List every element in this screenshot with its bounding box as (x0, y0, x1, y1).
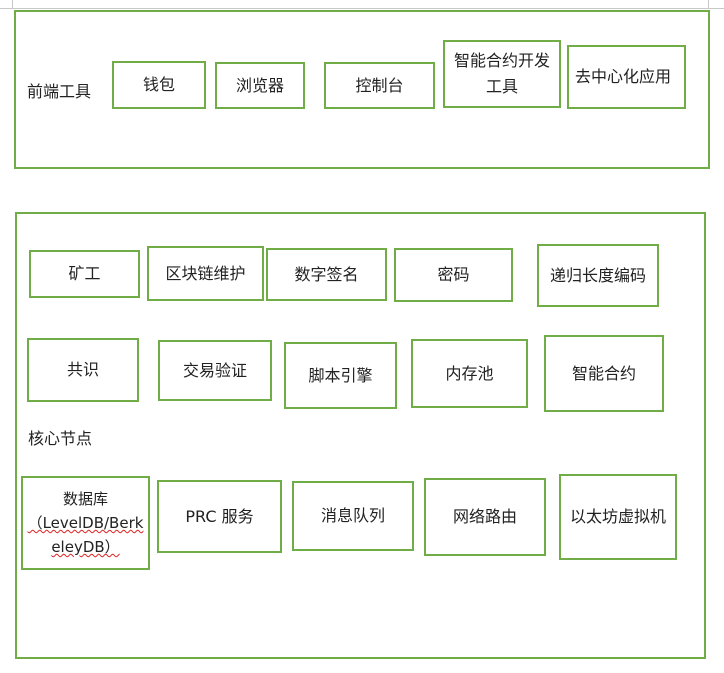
dapp-box: 去中心化应用 (567, 45, 686, 109)
digital-signature-box: 数字签名 (266, 248, 387, 301)
rpc-service-box: PRC 服务 (157, 480, 282, 553)
contract-dev-tools-box: 智能合约开发工具 (443, 40, 561, 108)
browser-box: 浏览器 (215, 62, 305, 109)
miner-box: 矿工 (29, 250, 140, 298)
chain-maintenance-box: 区块链维护 (147, 246, 264, 301)
network-routing-box: 网络路由 (424, 478, 546, 556)
core-node-label: 核心节点 (28, 429, 93, 448)
smart-contract-box: 智能合约 (544, 335, 664, 412)
tx-validation-box: 交易验证 (158, 340, 272, 401)
message-queue-box: 消息队列 (292, 481, 414, 551)
database-box: 数据库 （LevelDB/BerkeleyDB） (21, 476, 150, 570)
wallet-box: 钱包 (112, 61, 206, 109)
evm-box: 以太坊虚拟机 (559, 474, 677, 560)
page-corner-mark (12, 0, 13, 8)
console-box: 控制台 (324, 62, 435, 109)
page-corner-mark (708, 0, 709, 8)
page-edge-line (0, 8, 724, 9)
frontend-group (14, 10, 710, 169)
mempool-box: 内存池 (411, 339, 528, 408)
rlp-encoding-box: 递归长度编码 (537, 244, 659, 307)
consensus-box: 共识 (27, 338, 139, 402)
database-title: 数据库 (62, 490, 108, 508)
frontend-label: 前端工具 (27, 82, 92, 101)
cryptography-box: 密码 (394, 248, 513, 302)
database-detail: （LevelDB/BerkeleyDB） (27, 514, 144, 556)
core-node-group (15, 212, 706, 659)
script-engine-box: 脚本引擎 (284, 342, 397, 409)
